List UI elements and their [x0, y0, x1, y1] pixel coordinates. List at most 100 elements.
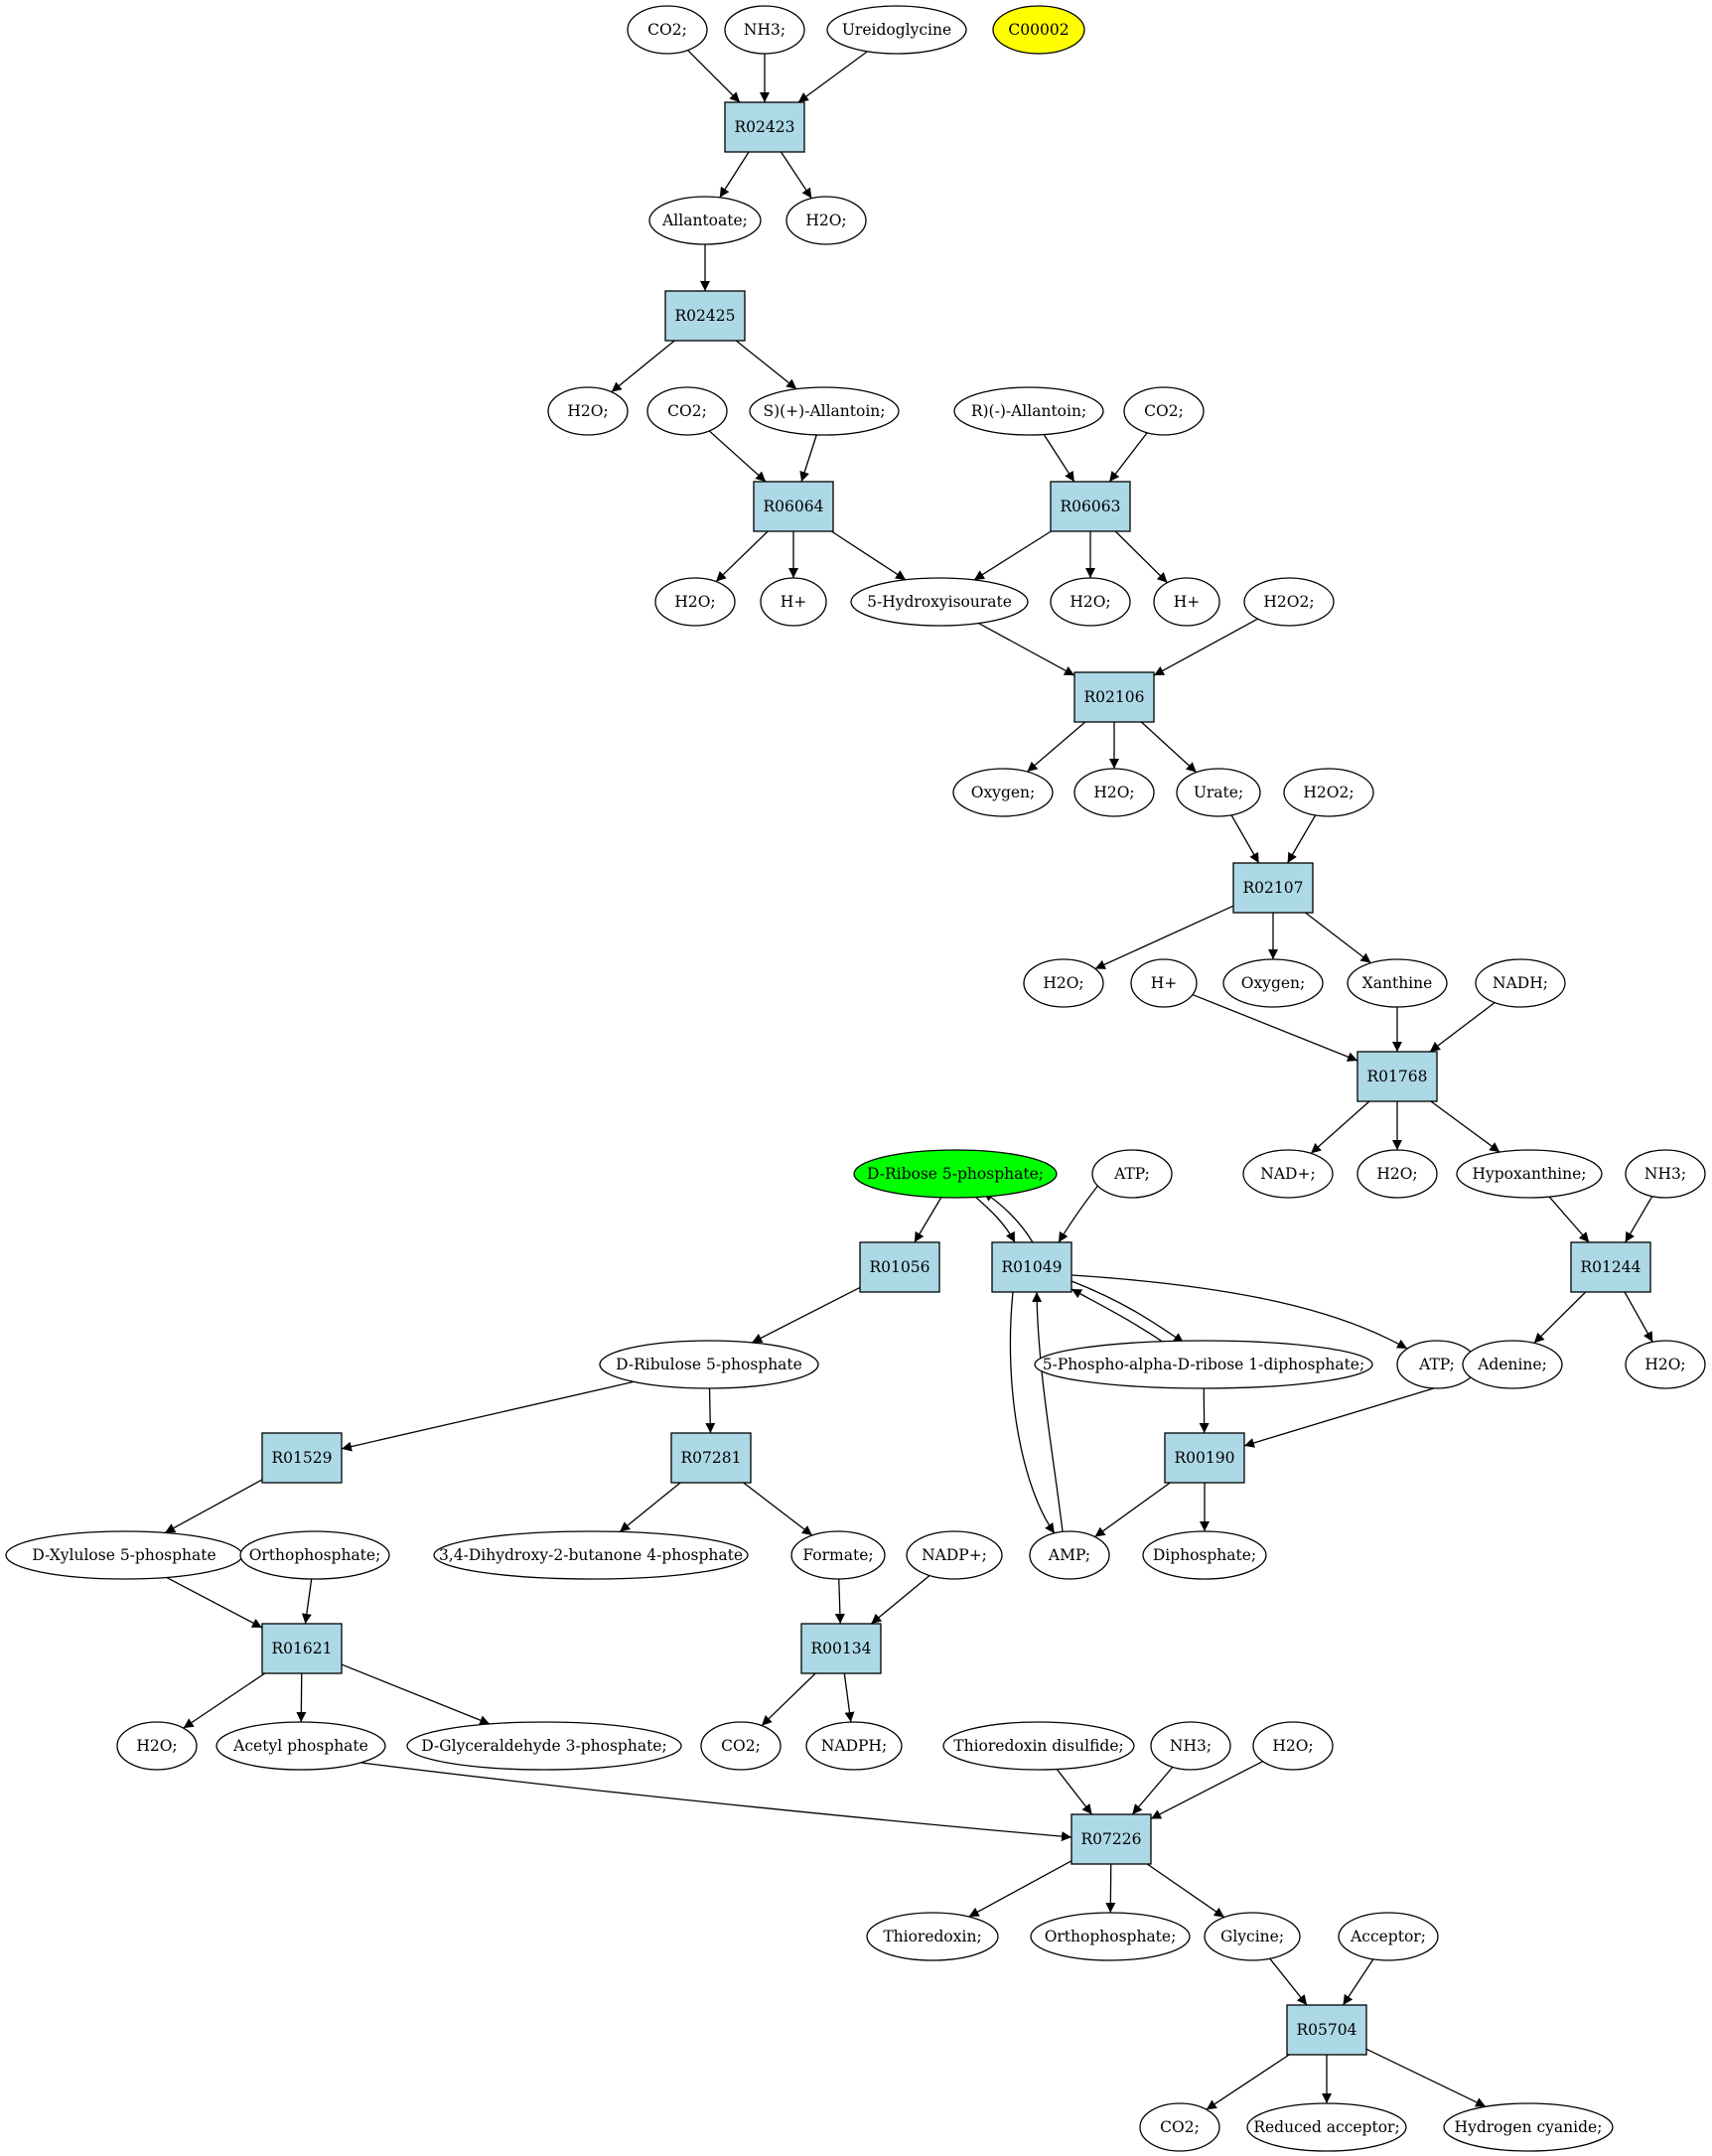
- compound-c53[interactable]: Thioredoxin;: [866, 1912, 999, 1961]
- compound-c12[interactable]: H2O;: [654, 577, 736, 627]
- compound-c53-label: Thioredoxin;: [883, 1928, 981, 1945]
- compound-ellipse: [1462, 1340, 1563, 1389]
- compound-c1-label: CO2;: [647, 21, 687, 39]
- compound-c20[interactable]: Urate;: [1176, 768, 1261, 817]
- compound-c37[interactable]: H2O;: [1625, 1340, 1706, 1389]
- compound-c57-label: CO2;: [1160, 2118, 1200, 2136]
- reaction-R02107[interactable]: R02107: [1232, 862, 1314, 914]
- compound-c7[interactable]: H2O;: [547, 386, 629, 436]
- compound-ellipse: [1073, 768, 1155, 817]
- compound-c54[interactable]: Orthophosphate;: [1030, 1912, 1191, 1961]
- compound-c13[interactable]: H+: [760, 577, 827, 627]
- compound-c44[interactable]: Diphosphate;: [1142, 1530, 1267, 1580]
- compound-c15[interactable]: H2O;: [1050, 577, 1131, 627]
- compound-c11[interactable]: CO2;: [1123, 386, 1205, 436]
- compound-c6[interactable]: H2O;: [785, 196, 867, 245]
- compound-c2-label: NH3;: [744, 21, 785, 39]
- compound-c31[interactable]: Hypoxanthine;: [1456, 1149, 1603, 1199]
- compound-c11-label: CO2;: [1144, 402, 1184, 420]
- edge-R01244-c37: [1624, 1291, 1653, 1343]
- compound-c21-label: H2O2;: [1303, 784, 1354, 801]
- compound-c56[interactable]: Acceptor;: [1338, 1912, 1439, 1961]
- compound-c19[interactable]: H2O;: [1073, 768, 1155, 817]
- compound-c51[interactable]: NH3;: [1150, 1721, 1231, 1771]
- compound-c4[interactable]: C00002: [992, 5, 1085, 55]
- compound-c48[interactable]: CO2;: [700, 1721, 782, 1771]
- compound-c58[interactable]: Reduced acceptor;: [1246, 2102, 1407, 2152]
- compound-ellipse: [1356, 1149, 1438, 1199]
- compound-c27[interactable]: D-Ribose 5-phosphate;: [853, 1149, 1058, 1199]
- compound-c32[interactable]: NH3;: [1625, 1149, 1706, 1199]
- reaction-R01244[interactable]: R01244: [1570, 1241, 1651, 1293]
- compound-c10[interactable]: R)(-)-Allantoin;: [953, 386, 1104, 436]
- compound-c8[interactable]: CO2;: [646, 386, 728, 436]
- compound-c22[interactable]: H2O;: [1023, 958, 1104, 1008]
- compound-c1[interactable]: CO2;: [627, 5, 708, 55]
- compound-c2[interactable]: NH3;: [724, 5, 805, 55]
- edge-R01621-c47: [341, 1663, 491, 1725]
- compound-c9[interactable]: S)(+)-Allantoin;: [749, 386, 900, 436]
- compound-c34[interactable]: 5-Phospho-alpha-D-ribose 1-diphosphate;: [1034, 1340, 1373, 1389]
- compound-c23[interactable]: H+: [1130, 958, 1198, 1008]
- compound-ellipse: [1091, 1149, 1173, 1199]
- compound-c28[interactable]: ATP;: [1091, 1149, 1173, 1199]
- compound-ellipse: [1150, 1721, 1231, 1771]
- compound-c38[interactable]: D-Xylulose 5-phosphate: [5, 1530, 243, 1580]
- compound-c3[interactable]: Ureidoglycine: [826, 5, 967, 55]
- compound-ellipse: [1246, 2102, 1407, 2152]
- compound-c50[interactable]: Thioredoxin disulfide;: [942, 1721, 1135, 1771]
- compound-c16[interactable]: H+: [1153, 577, 1220, 627]
- compound-c41[interactable]: Formate;: [790, 1530, 886, 1580]
- compound-ellipse: [1625, 1340, 1706, 1389]
- compound-c57[interactable]: CO2;: [1139, 2102, 1220, 2152]
- reaction-R02423[interactable]: R02423: [724, 101, 805, 153]
- compound-ellipse: [952, 768, 1054, 817]
- compound-c29[interactable]: NAD+;: [1242, 1149, 1334, 1199]
- reaction-R06063[interactable]: R06063: [1050, 481, 1131, 532]
- compound-c43[interactable]: AMP;: [1029, 1530, 1110, 1580]
- compound-ellipse: [942, 1721, 1135, 1771]
- reaction-R05704[interactable]: R05704: [1286, 2004, 1367, 2056]
- reaction-R02106[interactable]: R02106: [1073, 671, 1155, 723]
- compound-c46[interactable]: Acetyl phosphate: [215, 1721, 386, 1771]
- reaction-R06064[interactable]: R06064: [753, 481, 834, 532]
- compound-c25[interactable]: Xanthine: [1347, 958, 1448, 1008]
- edge-c42-R00134: [870, 1575, 930, 1625]
- compound-c52[interactable]: H2O;: [1252, 1721, 1334, 1771]
- compound-c49[interactable]: NADPH;: [805, 1721, 903, 1771]
- reaction-R01056[interactable]: R01056: [859, 1241, 940, 1293]
- reaction-R07281[interactable]: R07281: [670, 1432, 752, 1484]
- compound-c17[interactable]: H2O2;: [1243, 577, 1335, 627]
- reaction-R07226-label: R07226: [1081, 1830, 1142, 1848]
- reaction-R02425[interactable]: R02425: [664, 290, 746, 342]
- compound-c26[interactable]: NADH;: [1475, 958, 1566, 1008]
- compound-c59[interactable]: Hydrogen cyanide;: [1443, 2102, 1614, 2152]
- compound-c46-label: Acetyl phosphate: [232, 1737, 368, 1755]
- compound-c30[interactable]: H2O;: [1356, 1149, 1438, 1199]
- reaction-R01768[interactable]: R01768: [1356, 1051, 1438, 1102]
- compound-c14[interactable]: 5-Hydroxyisourate: [850, 577, 1029, 627]
- compound-c47[interactable]: D-Glyceraldehyde 3-phosphate;: [406, 1721, 682, 1771]
- compound-c26-label: NADH;: [1493, 974, 1548, 992]
- compound-c45[interactable]: H2O;: [116, 1721, 198, 1771]
- compound-c40[interactable]: 3,4-Dihydroxy-2-butanone 4-phosphate: [433, 1530, 749, 1580]
- compound-c24[interactable]: Oxygen;: [1222, 958, 1324, 1008]
- reaction-R01529[interactable]: R01529: [261, 1432, 343, 1484]
- reaction-R01049[interactable]: R01049: [991, 1241, 1072, 1293]
- reaction-R07226[interactable]: R07226: [1070, 1813, 1152, 1865]
- compound-c5[interactable]: Allantoate;: [648, 196, 762, 245]
- reaction-R00134[interactable]: R00134: [800, 1623, 882, 1674]
- compound-c33[interactable]: D-Ribulose 5-phosphate: [599, 1340, 819, 1389]
- compound-c18[interactable]: Oxygen;: [952, 768, 1054, 817]
- reaction-R02106-label: R02106: [1084, 688, 1145, 706]
- reaction-R00190[interactable]: R00190: [1164, 1432, 1245, 1484]
- compound-c55[interactable]: Glycine;: [1204, 1912, 1301, 1961]
- compound-c36[interactable]: Adenine;: [1462, 1340, 1563, 1389]
- reaction-R01056-label: R01056: [870, 1258, 930, 1276]
- compound-c42[interactable]: NADP+;: [906, 1530, 1003, 1580]
- compound-c39[interactable]: Orthophosphate;: [239, 1530, 390, 1580]
- compound-c21[interactable]: H2O2;: [1283, 768, 1374, 817]
- reaction-R02425-label: R02425: [675, 307, 736, 325]
- reaction-R01621[interactable]: R01621: [261, 1623, 343, 1674]
